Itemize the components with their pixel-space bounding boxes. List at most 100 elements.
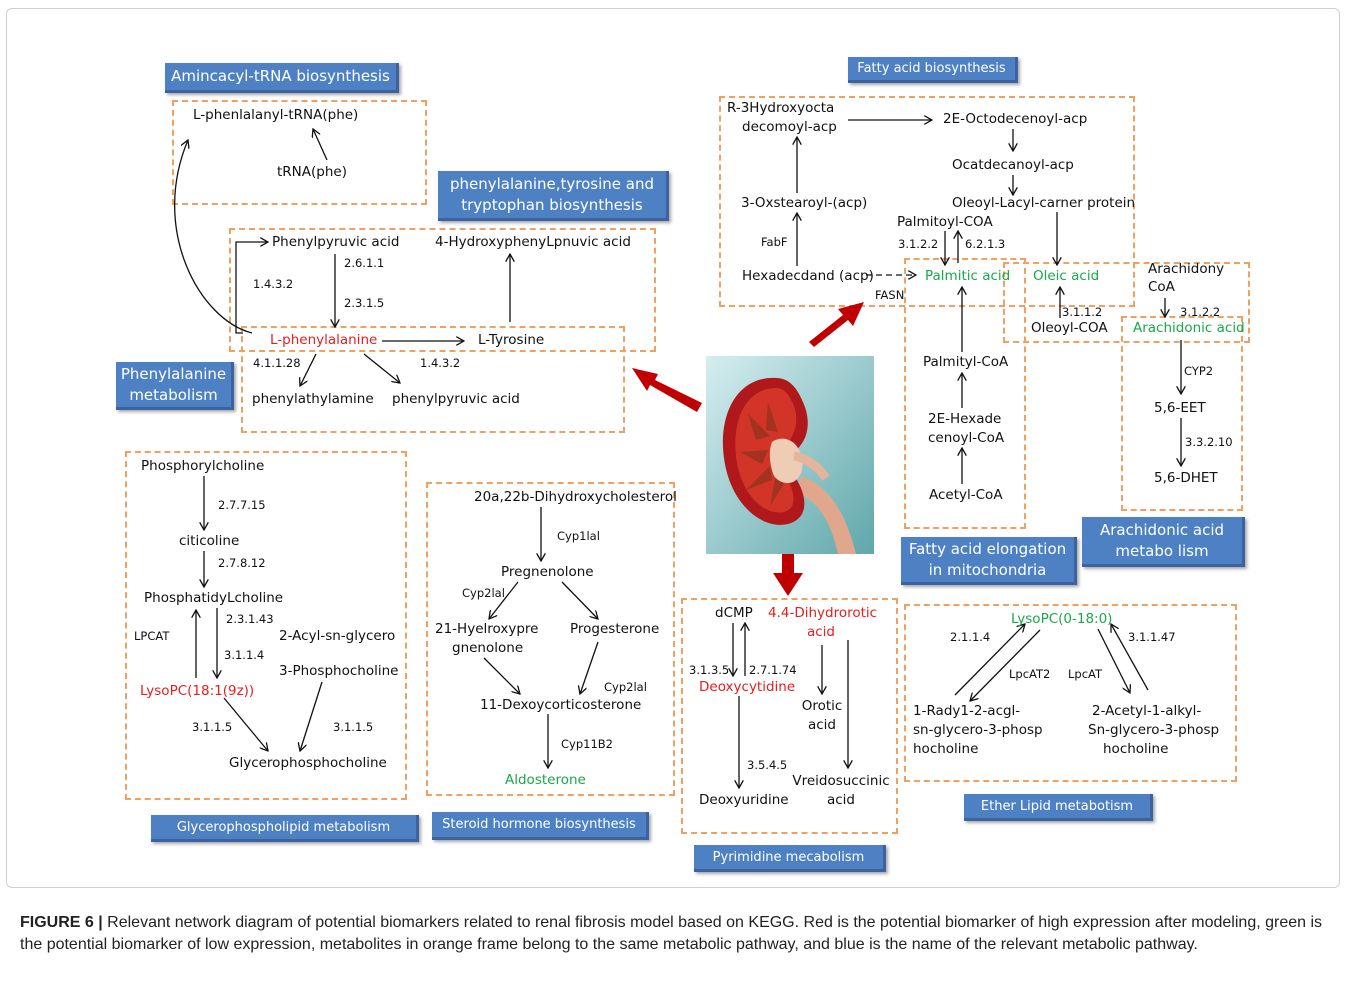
node-arachidonic-acid: Arachidonic acid: [1133, 320, 1245, 336]
enzyme-lpcat: LPCAT: [134, 629, 170, 643]
node-octodecenoyl-acp: 2E-Octodecenoyl-acp: [943, 111, 1088, 127]
node-hydroxypregnenolone-1: 21-Hyelroxypre: [435, 621, 539, 637]
node-palmitoyl-coa: Palmitoyl-COA: [897, 214, 993, 230]
pathway-label-ether-lipid: Ether Lipid metabotism: [964, 794, 1153, 821]
node-acetyl-coa: Acetyl-CoA: [929, 487, 1003, 503]
enzyme-1-4-3-2-b: 1.4.3.2: [420, 356, 461, 370]
node-ureidosuccinic-acid-1: Vreidosuccinic: [792, 773, 890, 789]
node-phenylathylamine: phenylathylamine: [252, 391, 374, 407]
enzyme-2-7-1-74: 2.7.1.74: [749, 663, 797, 677]
arrow-pregnenolone-to-progesterone: [561, 581, 598, 619]
node-trna-phe: tRNA(phe): [277, 164, 347, 180]
frame-glycerophospholipid: [125, 451, 407, 800]
node-acetyl-alkyl-glycero-2: Sn-glycero-3-phosp: [1088, 722, 1220, 738]
pathway-label-pyrimidine: Pyrimidine mecabolism: [694, 845, 886, 872]
node-arachidony-coa-1: Arachidony: [1148, 261, 1225, 277]
node-phenylpyruvic-acid-2: phenylpyruvic acid: [392, 391, 520, 407]
arrow-phe-to-phenylpyruvic2: [363, 353, 400, 383]
frame-arachidonic: [1121, 316, 1243, 511]
enzyme-3-1-1-5-b: 3.1.1.5: [333, 720, 374, 734]
node-phosphatidylcholine: PhosphatidyLcholine: [144, 590, 284, 606]
red-arrow-down: [773, 553, 803, 596]
enzyme-3-1-1-2: 3.1.1.2: [1062, 305, 1103, 319]
node-ocatdecanoyl-acp: Ocatdecanoyl-acp: [952, 157, 1074, 173]
node-acetyl-alkyl-glycero-3: hocholine: [1103, 741, 1169, 757]
node-5-6-dhet: 5,6-DHET: [1154, 470, 1218, 486]
node-hydroxypregnenolone-2: gnenolone: [452, 640, 524, 656]
node-oleic-acid: Oleic acid: [1033, 268, 1100, 284]
enzyme-3-1-1-5-a: 3.1.1.5: [192, 720, 233, 734]
pathway-label-aminoacyl: Amincacyl-tRNA biosynthesis: [165, 63, 399, 93]
node-ureidosuccinic-acid-2: acid: [826, 792, 855, 808]
node-5-6-eet: 5,6-EET: [1154, 400, 1206, 416]
pathway-label-phe-metabolism: Phenylalanine metabolism: [116, 362, 234, 410]
arrow-phe-to-phenylathylamine: [300, 353, 317, 386]
node-dcmp: dCMP: [715, 605, 753, 621]
frame-steroid: [426, 482, 675, 796]
kidney-illustration: [706, 356, 874, 554]
node-deoxycytidine: Deoxycytidine: [699, 679, 796, 695]
arrow-alkyl-to-lysopc: [1111, 624, 1149, 691]
node-r3-hydroxyoctadecanoyl-1: R-3Hydroxyocta: [727, 100, 835, 116]
arrow-hydroxypre-to-dexoy: [483, 657, 520, 694]
node-orotic-acid-2: acid: [807, 717, 836, 733]
node-lysopc-18-1: LysoPC(18:1(9z)): [140, 683, 255, 699]
node-phosphorylcholine: Phosphorylcholine: [141, 458, 265, 474]
enzyme-lpcat2: LpcAT2: [1009, 667, 1051, 681]
node-hexadecenoyl-coa-1: 2E-Hexade: [928, 411, 1002, 427]
pathway-label-phe-tyr-trp: phenylalanine,tyrosine and tryptophan bi…: [438, 171, 669, 221]
enzyme-cyp2: CYP2: [1184, 364, 1214, 378]
node-acyl-glycero-2: 3-Phosphocholine: [279, 663, 399, 679]
enzyme-cyp2lal-b: Cyp2lal: [604, 680, 647, 694]
node-radyl-glycero-3: hocholine: [913, 741, 979, 757]
node-dihydroxycholesterol: 20a,22b-Dihydroxycholesterol: [474, 489, 677, 505]
node-hydroxyphenylpyruvic-acid: 4-HydroxyphenyLpnuvic acid: [435, 234, 631, 250]
frame-fatty-acid-elongation: [904, 258, 1026, 529]
node-l-tyrosine: L-Tyrosine: [478, 332, 545, 348]
enzyme-cyp2lal-a: Cyp2lal: [462, 586, 505, 600]
arrow-phe-to-phetrna: [174, 140, 253, 334]
node-acyl-glycero-1: 2-Acyl-sn-glycero: [279, 628, 396, 644]
node-deoxyuridine: Deoxyuridine: [699, 792, 789, 808]
reaction-arrows: [174, 0, 1346, 900]
pathway-label-fatty-acid-biosynthesis: Fatty acid biosynthesis: [848, 57, 1018, 83]
enzyme-2-3-1-5: 2.3.1.5: [344, 296, 385, 310]
enzyme-6-2-1-3: 6.2.1.3: [965, 237, 1006, 251]
frame-ether-lipid: [904, 604, 1237, 782]
arrow-lysopc-to-gpc: [223, 697, 268, 751]
node-palmitic-acid: Palmitic acid: [925, 268, 1011, 284]
node-pregnenolone: Pregnenolone: [501, 564, 594, 580]
enzyme-2-7-8-12: 2.7.8.12: [218, 556, 266, 570]
node-orotic-acid-1: Orotic: [801, 698, 843, 714]
node-oleoyl-carrier-protein: Oleoyl-Lacyl-carner protein: [952, 195, 1136, 211]
arrow-lysopc-to-alkyl: [1097, 628, 1130, 693]
frame-phe-tyr-trp: [229, 228, 656, 352]
arrow-radyl-to-lysopc: [954, 624, 1025, 696]
node-hexadecdand-acp: Hexadecdand (acp): [742, 268, 874, 284]
node-acetyl-alkyl-glycero-1: 2-Acetyl-1-alkyl-: [1092, 703, 1202, 719]
node-oxstearoyl-acp: 3-Oxstearoyl-(acp): [741, 195, 868, 211]
pathway-label-arachidonic: Arachidonic acid metabo lism: [1082, 517, 1245, 567]
node-progesterone: Progesterone: [570, 621, 660, 637]
node-glycerophosphocholine: Glycerophosphocholine: [229, 755, 387, 771]
node-hexadecenoyl-coa-2: cenoyl-CoA: [928, 430, 1005, 446]
node-arachidony-coa-2: CoA: [1148, 279, 1175, 295]
frame-aminoacyl: [172, 100, 427, 205]
figure-frame: [6, 8, 1340, 888]
arrow-pregnenolone-to-hydroxypre: [489, 581, 519, 619]
arrow-acyl-to-gpc: [300, 681, 323, 751]
frame-fatty-acid-biosynthesis: [719, 96, 1135, 307]
enzyme-3-5-4-5: 3.5.4.5: [747, 758, 788, 772]
node-radyl-glycero-2: sn-glycero-3-phosp: [913, 722, 1043, 738]
red-arrow-left: [632, 368, 702, 412]
enzyme-3-3-2-10: 3.3.2.10: [1185, 435, 1233, 449]
pathway-label-glycerophospholipid: Glycerophospholipid metabolism: [151, 815, 419, 842]
enzyme-4-1-1-28: 4.1.1.28: [253, 356, 301, 370]
node-dexoycorticosterone: 11-Dexoycorticosterone: [480, 697, 642, 713]
frame-unsaturated: [1003, 262, 1250, 343]
enzyme-3-1-1-4: 3.1.1.4: [224, 648, 265, 662]
node-l-phenlalanyl-trna: L-phenlalanyl-tRNA(phe): [193, 107, 359, 123]
node-radyl-glycero-1: 1-Rady1-2-acgl-: [913, 703, 1021, 719]
enzyme-3-1-2-2: 3.1.2.2: [898, 237, 939, 251]
node-lysopc-0-18: LysoPC(0-18:0): [1011, 611, 1113, 627]
